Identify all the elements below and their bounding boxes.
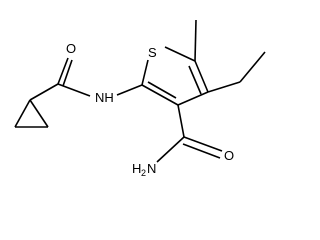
bond-thiophene-c5-c4-b bbox=[188, 65, 202, 95]
label-carbonyl-o-left: O bbox=[66, 41, 76, 56]
bond-ethyl-1 bbox=[207, 81, 241, 93]
bond-carbonyl-nh bbox=[57, 83, 91, 97]
bond-thiophene-s-c5 bbox=[164, 46, 196, 62]
bond-amide-o-2 bbox=[182, 143, 221, 159]
bond-cyclopropyl-3 bbox=[29, 99, 49, 128]
bond-methyl bbox=[194, 19, 197, 62]
bond-thiophene-c4-c3 bbox=[177, 91, 209, 106]
bond-ethyl-2 bbox=[239, 51, 266, 83]
label-sulfur: S bbox=[148, 45, 157, 60]
bond-cyclopropyl-2 bbox=[14, 99, 31, 128]
bond-nh-thiophene bbox=[116, 84, 143, 96]
bond-amide-nh2 bbox=[156, 136, 185, 163]
bond-cyclopropyl-carbonyl bbox=[29, 83, 59, 101]
bond-amide-o-1 bbox=[183, 136, 223, 152]
label-amine-n: N bbox=[147, 161, 156, 176]
molecule-canvas: S NH O O H 2 N bbox=[14, 19, 266, 178]
bond-thiophene-c5-c4-a bbox=[194, 60, 209, 93]
molecule-structure: S NH O O H 2 N bbox=[14, 19, 266, 178]
bond-thiophene-c3-c2-a bbox=[141, 84, 179, 106]
label-carbonyl-o-right: O bbox=[224, 148, 234, 163]
label-amine-sub: 2 bbox=[141, 168, 146, 178]
bond-thiophene-c3-c2-b bbox=[147, 81, 177, 99]
bond-c3-amide-carbon bbox=[177, 104, 185, 138]
bond-thiophene-c2-s bbox=[141, 59, 149, 86]
bond-carbonyl-left-o-2 bbox=[62, 59, 73, 87]
bond-carbonyl-left-o-1 bbox=[57, 57, 69, 85]
label-amide-nh: NH bbox=[95, 90, 114, 105]
label-amine-h: H bbox=[132, 161, 141, 176]
